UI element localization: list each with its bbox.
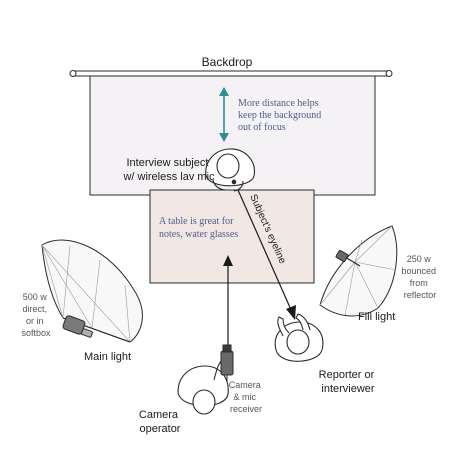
camera-lens xyxy=(222,344,232,353)
main-light xyxy=(41,239,143,343)
table-note-line-1: A table is great for xyxy=(159,216,234,227)
distance-arrow-head-up xyxy=(219,87,229,96)
main-light-inner xyxy=(41,244,131,343)
fill-light-spec: 250 w bounced from reflector xyxy=(401,254,438,300)
camera-line-arrow xyxy=(223,255,233,360)
reporter-label: Reporter or interviewer xyxy=(319,369,378,395)
distance-annotation: More distance helps keep the background … xyxy=(219,87,324,142)
fill-light-stand xyxy=(344,256,361,267)
camera-spec-line-2: & mic xyxy=(233,392,256,402)
camera-line-arrow-head xyxy=(223,255,233,266)
reporter-head xyxy=(286,329,310,355)
backdrop-rod-end-left xyxy=(69,70,77,77)
subject-arm-right xyxy=(233,180,244,192)
subject-label: Interview subject w/ wireless lav mic xyxy=(122,157,215,183)
operator-head xyxy=(192,389,216,415)
fill-light-head xyxy=(335,249,349,263)
main-light-spec-line-4: softbox xyxy=(21,328,51,338)
main-light-spec-line-2: direct, xyxy=(22,304,47,314)
subject-label-line-1: Interview subject xyxy=(127,157,209,169)
fill-light-spec-line-4: reflector xyxy=(404,290,437,300)
reporter-arm-right xyxy=(295,313,311,331)
main-light-stand xyxy=(81,328,93,338)
reporter-label-line-2: interviewer xyxy=(321,383,375,395)
camera-operator-label-line-2: operator xyxy=(140,423,181,435)
fill-light-label: Fill light xyxy=(358,311,395,323)
subject-arm-left xyxy=(212,179,227,191)
main-light-spec-line-3: or in xyxy=(26,316,44,326)
reporter-arm-left xyxy=(277,316,290,337)
distance-note-line-1: More distance helps xyxy=(238,98,319,109)
distance-note-line-2: keep the background xyxy=(238,110,321,121)
camera-operator-label: Camera operator xyxy=(139,409,181,435)
reporter-figure xyxy=(274,313,324,362)
camera-operator-figure xyxy=(177,359,229,415)
backdrop-label: Backdrop xyxy=(202,55,253,69)
camera-spec: Camera & mic receiver xyxy=(229,380,264,414)
subject-head xyxy=(216,153,240,179)
table-note: A table is great for notes, water glasse… xyxy=(159,216,238,240)
lav-mic-icon xyxy=(231,179,237,185)
camera-icon xyxy=(220,344,234,382)
fill-light-spec-line-3: from xyxy=(410,278,428,288)
fill-light xyxy=(319,225,398,317)
table-note-line-2: notes, water glasses xyxy=(159,229,238,240)
camera-operator-label-line-1: Camera xyxy=(139,409,179,421)
distance-note: More distance helps keep the background … xyxy=(238,98,324,133)
fill-light-spec-line-1: 250 w xyxy=(407,254,432,264)
reporter-label-line-1: Reporter or xyxy=(319,369,375,381)
camera-spec-line-3: receiver xyxy=(230,404,262,414)
main-light-label: Main light xyxy=(84,351,131,363)
distance-note-line-3: out of focus xyxy=(238,122,286,133)
camera-body xyxy=(220,350,234,376)
eyeline-line xyxy=(237,189,293,313)
backdrop-rod xyxy=(71,70,391,77)
distance-arrow-head-down xyxy=(219,133,229,142)
camera-spec-line-1: Camera xyxy=(229,380,261,390)
subject-label-line-2: w/ wireless lav mic xyxy=(122,171,215,183)
eyeline-arrow-head xyxy=(286,305,296,320)
table xyxy=(149,189,315,284)
fill-light-umbrella xyxy=(319,225,398,317)
main-light-spec-line-1: 500 w xyxy=(23,292,48,302)
fill-light-spec-line-2: bounced xyxy=(401,266,436,276)
interview-subject-figure xyxy=(205,148,255,192)
backdrop-rod-end-right xyxy=(385,70,393,77)
main-light-spec: 500 w direct, or in softbox xyxy=(21,292,51,338)
fill-light-ribs xyxy=(319,225,397,316)
